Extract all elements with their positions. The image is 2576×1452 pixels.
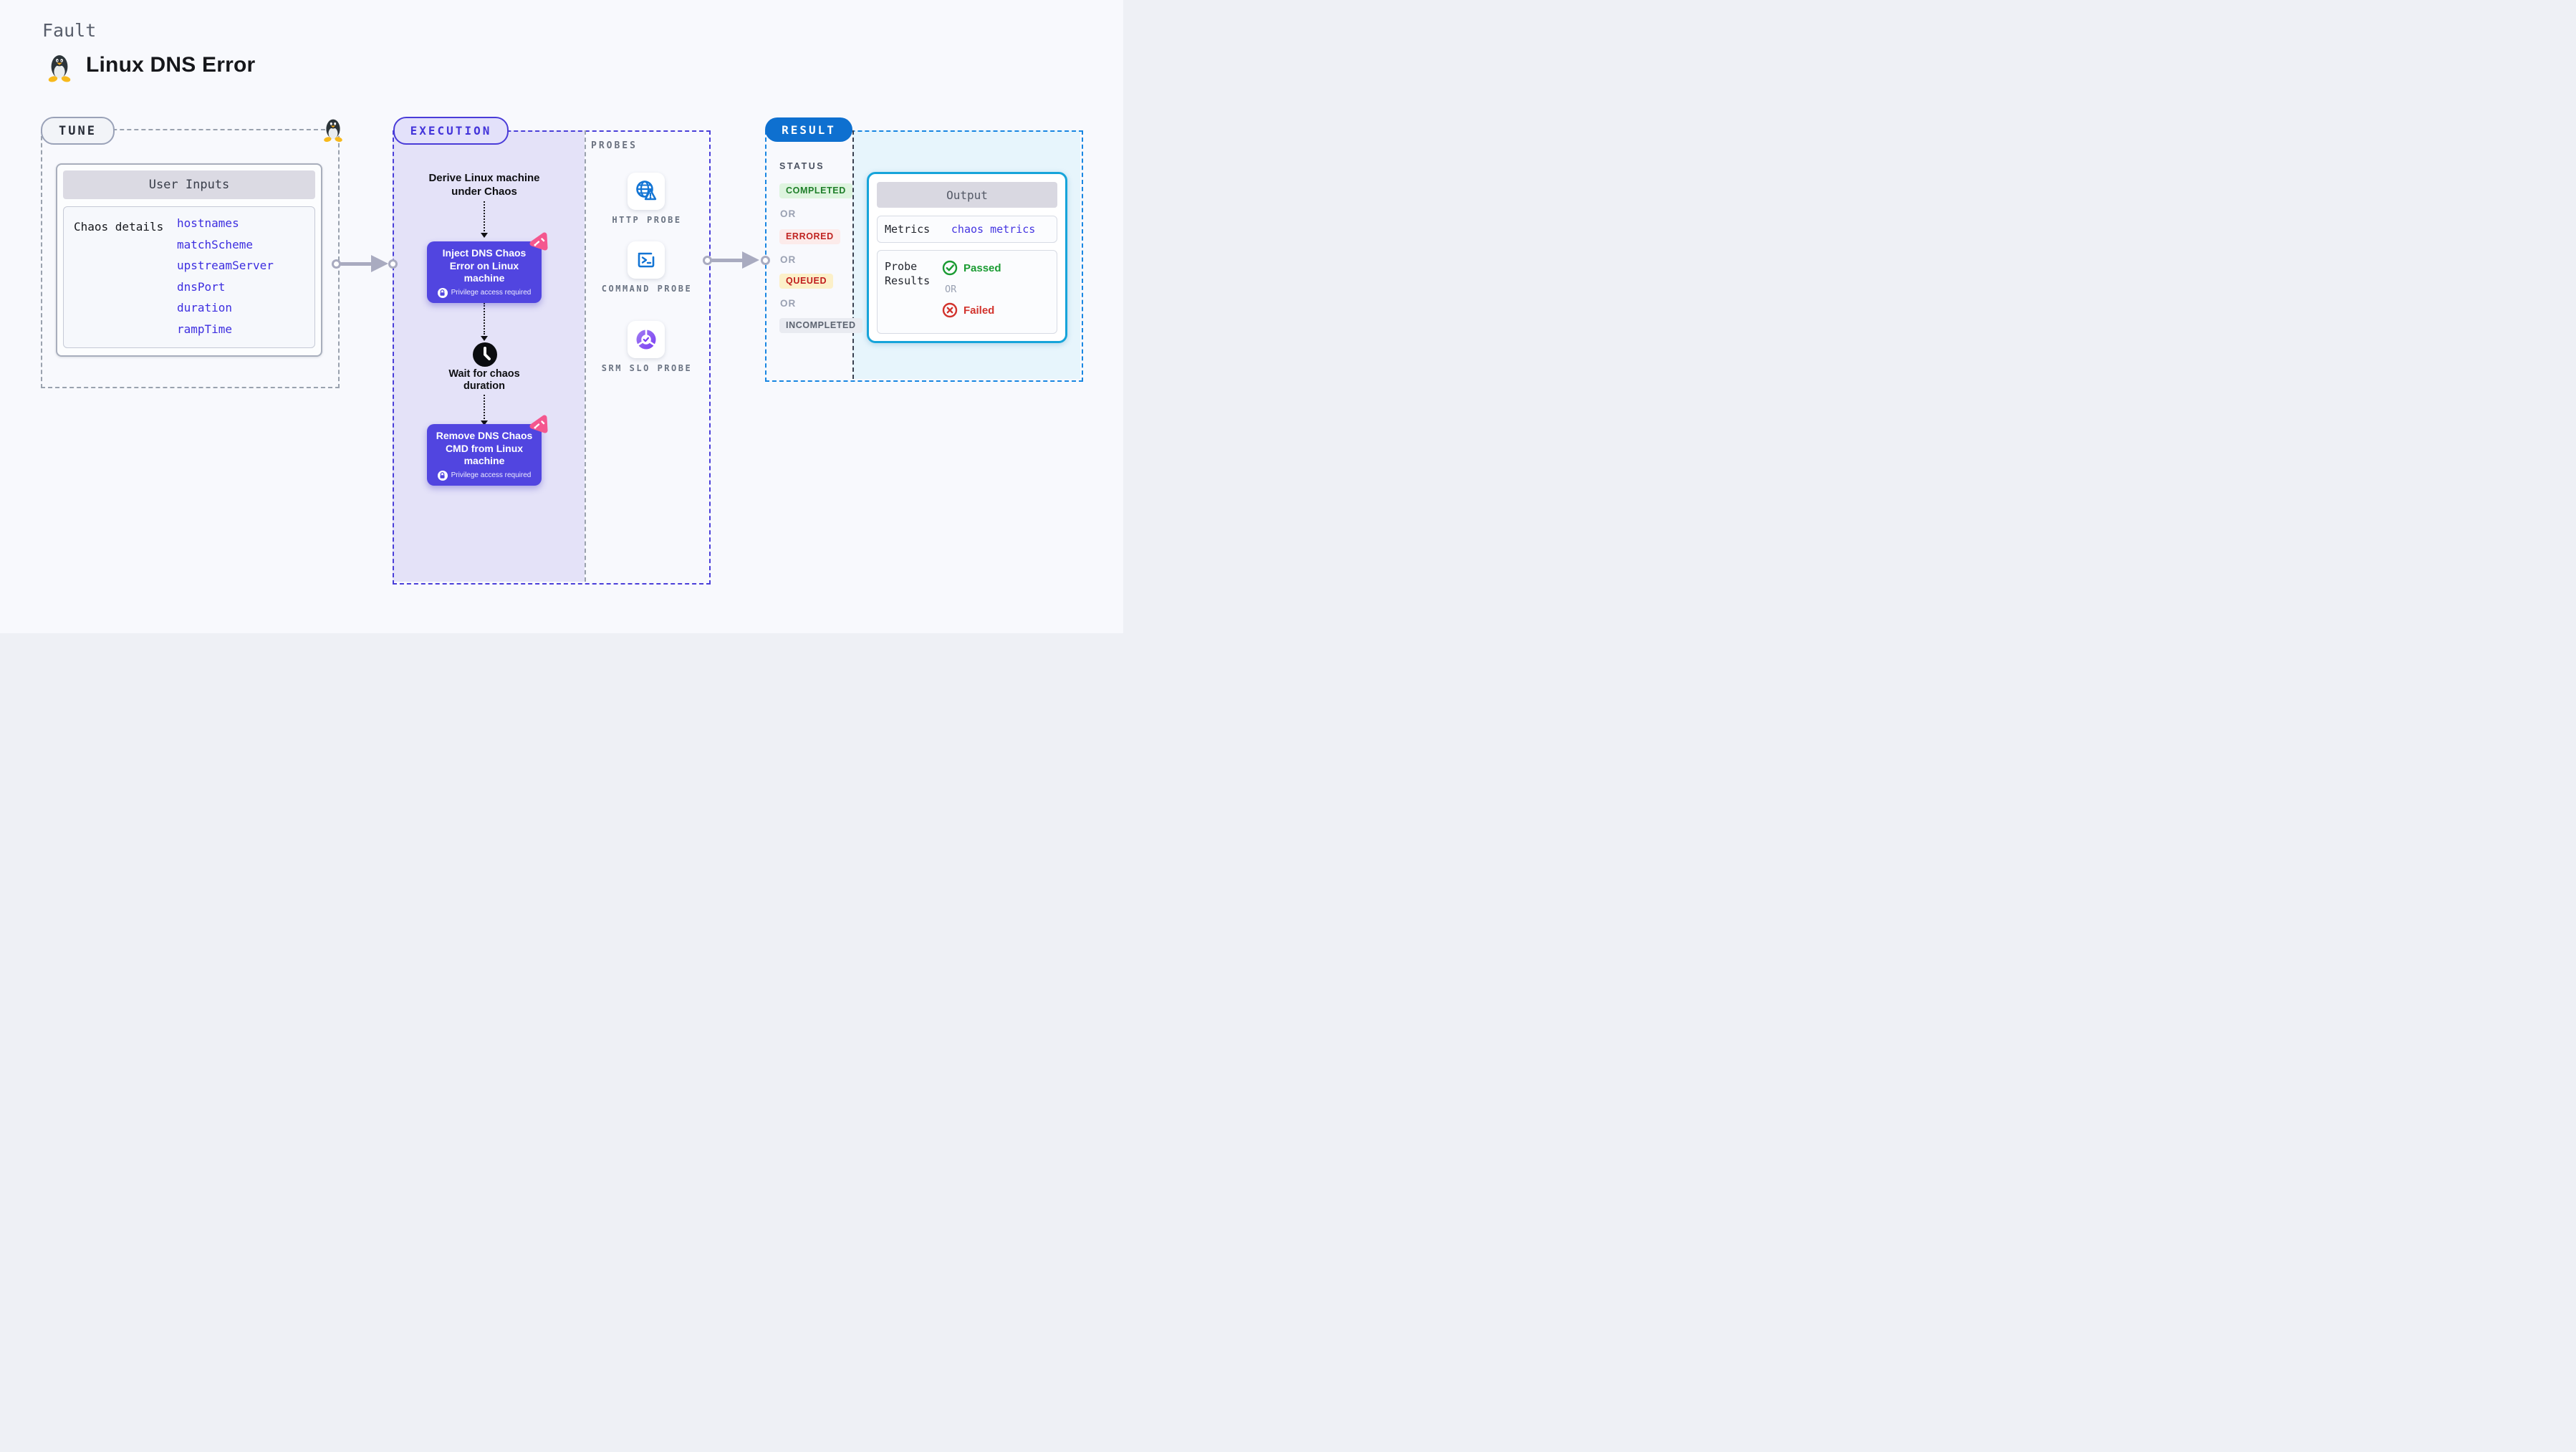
fault-eyebrow: Fault	[42, 20, 97, 41]
failed-x-icon	[942, 302, 958, 318]
wait-clock-icon	[473, 342, 497, 367]
command-probe-label: COMMAND PROBE	[601, 284, 693, 294]
fault-diagram: Fault Linux DNS Error TUNE User Inputs C…	[0, 0, 1123, 633]
passed-check-icon	[942, 260, 958, 276]
chaos-fault-badge-icon	[529, 415, 548, 433]
lock-icon	[437, 287, 448, 298]
status-badge-queued: QUEUED	[779, 274, 834, 289]
probe-results-row: Probe Results Passed OR Failed	[877, 250, 1057, 334]
chaos-fault-badge-icon	[529, 232, 548, 251]
or-separator: OR	[780, 254, 797, 265]
terminal-icon	[638, 252, 655, 268]
flow-connector	[484, 303, 485, 335]
status-badge-completed: COMPLETED	[779, 183, 852, 198]
status-column-label: STATUS	[779, 161, 825, 171]
user-inputs-card: User Inputs Chaos details hostnames matc…	[56, 163, 322, 357]
step-remove-dns-chaos: Remove DNS Chaos CMD from Linux machine …	[427, 424, 542, 486]
metrics-row: Metrics chaos metrics	[877, 216, 1057, 243]
or-separator: OR	[780, 208, 797, 219]
probe-failed-label: Failed	[963, 304, 995, 317]
connector-dot	[703, 256, 712, 265]
srm-slo-probe-label: SRM SLO PROBE	[601, 363, 693, 373]
probe-passed-label: Passed	[963, 261, 1001, 274]
arrow-execution-to-result	[711, 259, 744, 262]
result-badge: RESULT	[765, 117, 852, 142]
privilege-row: Privilege access required	[433, 470, 536, 481]
privilege-text: Privilege access required	[451, 289, 532, 297]
chaos-input: rampTime	[177, 322, 233, 336]
tux-penguin-icon-small	[324, 119, 342, 143]
flow-connector-arrow	[481, 233, 488, 238]
flow-connector	[484, 395, 485, 419]
flow-connector-arrow	[481, 420, 488, 425]
step-title: Remove DNS Chaos CMD from Linux machine	[436, 430, 533, 466]
or-separator: OR	[780, 298, 797, 309]
chaos-details-label: Chaos details	[74, 220, 164, 234]
execution-section-box	[393, 130, 711, 585]
flow-connector-arrow	[481, 336, 488, 341]
connector-dot	[388, 259, 398, 269]
tune-section-box	[41, 129, 340, 388]
connector-dot	[332, 259, 341, 269]
status-badge-errored: ERRORED	[779, 229, 840, 244]
chaos-details-panel: Chaos details hostnames matchScheme upst…	[63, 206, 315, 348]
slo-pie-check-icon	[636, 330, 656, 350]
arrow-head	[742, 251, 759, 269]
user-inputs-header: User Inputs	[63, 170, 315, 199]
http-probe-label: HTTP PROBE	[612, 215, 682, 225]
result-status-divider	[852, 130, 854, 379]
privilege-row: Privilege access required	[433, 287, 536, 298]
chaos-input: hostnames	[177, 216, 239, 230]
privilege-text: Privilege access required	[451, 471, 532, 479]
chaos-input: duration	[177, 301, 233, 314]
command-probe-card	[628, 241, 665, 279]
status-badge-incompleted: INCOMPLETED	[779, 318, 862, 333]
step-wait-duration: Wait for chaos duration	[448, 368, 520, 392]
probes-section-label: PROBES	[591, 140, 638, 151]
lock-icon	[437, 470, 448, 481]
flow-connector	[484, 201, 485, 231]
tune-badge: TUNE	[41, 117, 115, 145]
http-probe-card	[628, 173, 665, 210]
output-card: Output Metrics chaos metrics Probe Resul…	[867, 172, 1067, 343]
step-title: Inject DNS Chaos Error on Linux machine	[442, 247, 527, 284]
arrow-tune-to-execution	[340, 262, 373, 266]
page-title: Linux DNS Error	[86, 53, 256, 77]
probes-left-divider	[585, 130, 586, 582]
connector-dot	[761, 256, 770, 265]
chaos-input-list: hostnames matchScheme upstreamServer dns…	[177, 213, 274, 340]
globe-alert-icon	[636, 181, 657, 201]
chaos-input: matchScheme	[177, 237, 253, 251]
metrics-label: Metrics	[885, 223, 931, 236]
tux-penguin-icon	[48, 55, 71, 82]
step-inject-dns-chaos: Inject DNS Chaos Error on Linux machine …	[427, 241, 542, 303]
metrics-value: chaos metrics	[951, 223, 1036, 236]
chaos-input: dnsPort	[177, 279, 226, 294]
execution-badge: EXECUTION	[393, 117, 509, 145]
chaos-input: upstreamServer	[177, 259, 274, 272]
step-derive-machine: Derive Linux machine under Chaos	[428, 172, 540, 198]
or-separator: OR	[945, 284, 957, 295]
probe-results-label: Probe Results	[885, 260, 931, 287]
arrow-head	[371, 255, 388, 272]
output-header: Output	[877, 182, 1057, 208]
srm-slo-probe-card	[628, 321, 665, 358]
